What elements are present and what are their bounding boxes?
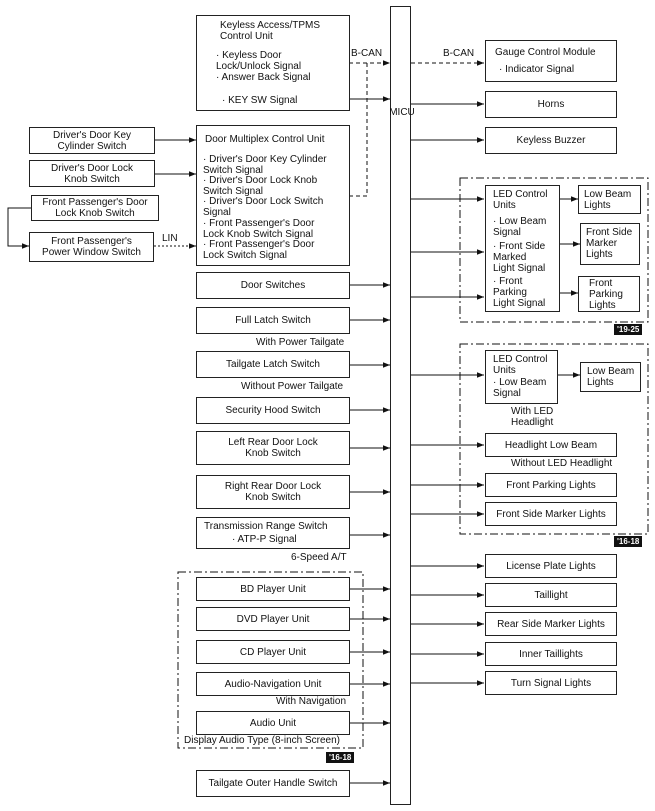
tailgate-outer-handle-switch: Tailgate Outer Handle Switch [196, 770, 350, 797]
front-side-marker-lights-1925: Front Side Marker Lights [580, 223, 640, 265]
low-beam-signal-1925: · Low Beam Signal [493, 216, 547, 238]
front-side-marker-lights-1618: Front Side Marker Lights [485, 502, 617, 526]
door-mux-signal-2: · Driver's Door Lock Knob Switch Signal [203, 175, 318, 197]
bcan-label-left: B-CAN [351, 48, 383, 59]
transmission-range-label: Transmission Range Switch [204, 521, 328, 532]
note-without-power-tailgate: Without Power Tailgate [241, 381, 344, 392]
front-passenger-power-window-switch: Front Passenger's Power Window Switch [29, 232, 154, 262]
security-hood-switch: Security Hood Switch [196, 397, 350, 424]
front-side-marked-signal-1925: · Front Side Marked Light Signal [493, 241, 546, 274]
full-latch-switch: Full Latch Switch [196, 307, 350, 334]
rear-side-marker-lights: Rear Side Marker Lights [485, 612, 617, 636]
gauge-control-module: Gauge Control Module · Indicator Signal [485, 40, 617, 82]
door-mux-title: Door Multiplex Control Unit [205, 134, 325, 145]
headlight-low-beam: Headlight Low Beam [485, 433, 617, 457]
keyless-control-unit: Keyless Access/TPMS Control Unit · Keyle… [196, 15, 350, 111]
low-beam-lights-1618: Low Beam Lights [580, 362, 641, 392]
dvd-player-unit: DVD Player Unit [196, 607, 350, 631]
door-mux-signal-1: · Driver's Door Key Cylinder Switch Sign… [203, 154, 327, 176]
door-switches: Door Switches [196, 272, 350, 299]
front-passenger-lock-knob-switch: Front Passenger's Door Lock Knob Switch [31, 195, 159, 221]
turn-signal-lights: Turn Signal Lights [485, 671, 617, 695]
note-without-led-headlight: Without LED Headlight [511, 458, 613, 469]
audio-year-badge: '16-18 [326, 752, 355, 763]
indicator-signal: · Indicator Signal [499, 64, 575, 75]
inner-taillights: Inner Taillights [485, 642, 617, 666]
keyless-title: Keyless Access/TPMS Control Unit [220, 20, 321, 42]
door-mux-signal-3: · Driver's Door Lock Switch Signal [203, 196, 324, 218]
audio-navigation-unit: Audio-Navigation Unit [196, 672, 350, 696]
note-display-audio: Display Audio Type (8-inch Screen) [184, 735, 341, 746]
front-parking-lights-1925-label: Front Parking Lights [589, 278, 623, 311]
micu-unit: MICU [389, 6, 415, 805]
note-six-speed: 6-Speed A/T [291, 552, 347, 563]
group-1925-badge: '19-25 [614, 324, 643, 335]
note-with-led-headlight: With LED Headlight [511, 406, 554, 428]
taillight: Taillight [485, 583, 617, 607]
low-beam-lights-1925-label: Low Beam Lights [584, 189, 632, 211]
note-with-navigation: With Navigation [276, 696, 347, 707]
tailgate-latch-switch: Tailgate Latch Switch [196, 351, 350, 378]
keyless-signal-keysw: · KEY SW Signal [222, 95, 298, 106]
door-mux-signal-5: · Front Passenger's Door Lock Switch Sig… [203, 239, 315, 261]
led-control-units-1925: LED Control Units · Low Beam Signal · Fr… [485, 185, 560, 312]
low-beam-lights-1925: Low Beam Lights [578, 185, 641, 214]
left-rear-door-lock-knob-switch: Left Rear Door Lock Knob Switch [196, 431, 350, 465]
group-1618-badge: '16-18 [614, 536, 643, 547]
horns: Horns [485, 91, 617, 118]
low-beam-lights-1618-label: Low Beam Lights [587, 366, 635, 388]
lin-label: LIN [162, 233, 178, 244]
keyless-signal-lock: · Keyless Door Lock/Unlock Signal · Answ… [216, 50, 311, 83]
drivers-door-lock-knob-switch: Driver's Door Lock Knob Switch [29, 160, 155, 187]
keyless-buzzer: Keyless Buzzer [485, 127, 617, 154]
bd-player-unit: BD Player Unit [196, 577, 350, 601]
cd-player-unit: CD Player Unit [196, 640, 350, 664]
led-control-units-1618: LED Control Units · Low Beam Signal [485, 350, 558, 404]
led-units-label-1925: LED Control Units [493, 189, 548, 211]
door-multiplex-control-unit: Door Multiplex Control Unit · Driver's D… [196, 125, 350, 266]
front-side-marker-lights-1925-label: Front Side Marker Lights [586, 227, 633, 260]
atp-p-signal: · ATP-P Signal [232, 534, 297, 545]
license-plate-lights: License Plate Lights [485, 554, 617, 578]
gauge-title: Gauge Control Module [495, 47, 596, 58]
note-with-power-tailgate: With Power Tailgate [256, 337, 345, 348]
micu-label: MICU [389, 107, 415, 118]
front-parking-signal-1925: · Front Parking Light Signal [493, 276, 546, 309]
low-beam-signal-1618: · Low Beam Signal [493, 377, 547, 399]
led-units-label-1618: LED Control Units [493, 354, 548, 376]
audio-unit: Audio Unit [196, 711, 350, 735]
front-parking-lights-1618: Front Parking Lights [485, 473, 617, 497]
right-rear-door-lock-knob-switch: Right Rear Door Lock Knob Switch [196, 475, 350, 509]
transmission-range-switch: Transmission Range Switch · ATP-P Signal [196, 517, 350, 549]
bcan-label-right: B-CAN [443, 48, 475, 59]
drivers-door-key-cylinder-switch: Driver's Door Key Cylinder Switch [29, 127, 155, 154]
front-parking-lights-1925: Front Parking Lights [578, 276, 640, 312]
door-mux-signal-4: · Front Passenger's Door Lock Knob Switc… [203, 218, 315, 240]
